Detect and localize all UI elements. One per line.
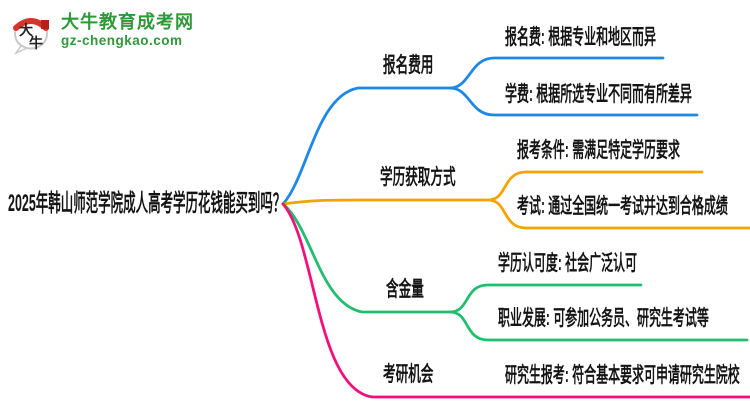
branch-3-child-2-line bbox=[448, 310, 749, 342]
child-node-postgrad-apply: 研究生报考: 符合基本要求可申请研究生院校 bbox=[505, 364, 740, 387]
branch-2-child-1-line bbox=[486, 170, 704, 202]
mindmap-root-topic: 2025年韩山师范学院成人高考学历花钱能买到吗？ bbox=[8, 190, 286, 217]
branch-node-degree-method: 学历获取方式 bbox=[380, 166, 456, 189]
site-url: gz-chengkao.com bbox=[61, 32, 183, 48]
site-name: 大牛教育成考网 bbox=[61, 12, 194, 32]
child-node-exam: 考试: 通过全国统一考试并达到合格成绩 bbox=[517, 195, 728, 218]
daniu-bull-logo-icon: 大 牛 bbox=[13, 18, 49, 55]
site-logo: 大 牛 大牛教育成考网 gz-chengkao.com bbox=[8, 7, 194, 55]
child-node-career: 职业发展: 可参加公务员、研究生考试等 bbox=[498, 307, 709, 330]
child-node-requirements: 报考条件: 需满足特定学历要求 bbox=[517, 139, 680, 162]
logo-mark-char-2: 牛 bbox=[29, 35, 43, 51]
branch-1-child-2-line bbox=[448, 86, 699, 117]
branch-node-value: 含金量 bbox=[386, 278, 424, 301]
logo-text-block: 大牛教育成考网 gz-chengkao.com bbox=[61, 12, 194, 49]
branch-3-main-line bbox=[281, 202, 452, 314]
child-node-tuition: 学费: 根据所选专业不同而有所差异 bbox=[505, 83, 692, 106]
branch-1-child-1-line bbox=[448, 56, 665, 90]
logo-mark-char-1: 大 bbox=[19, 22, 33, 38]
branch-4-main-line bbox=[281, 202, 750, 399]
branch-2-main-line bbox=[281, 198, 490, 206]
branch-1-main-line bbox=[281, 86, 452, 206]
branch-node-fees: 报名费用 bbox=[383, 54, 434, 77]
child-node-recognition: 学历认可度: 社会广泛认可 bbox=[498, 252, 637, 275]
child-node-registration-fee: 报名费: 根据专业和地区而异 bbox=[505, 26, 656, 49]
branch-node-postgrad: 考研机会 bbox=[383, 363, 434, 386]
branch-3-child-1-line bbox=[448, 283, 643, 314]
branch-2-child-2-line bbox=[486, 198, 750, 230]
